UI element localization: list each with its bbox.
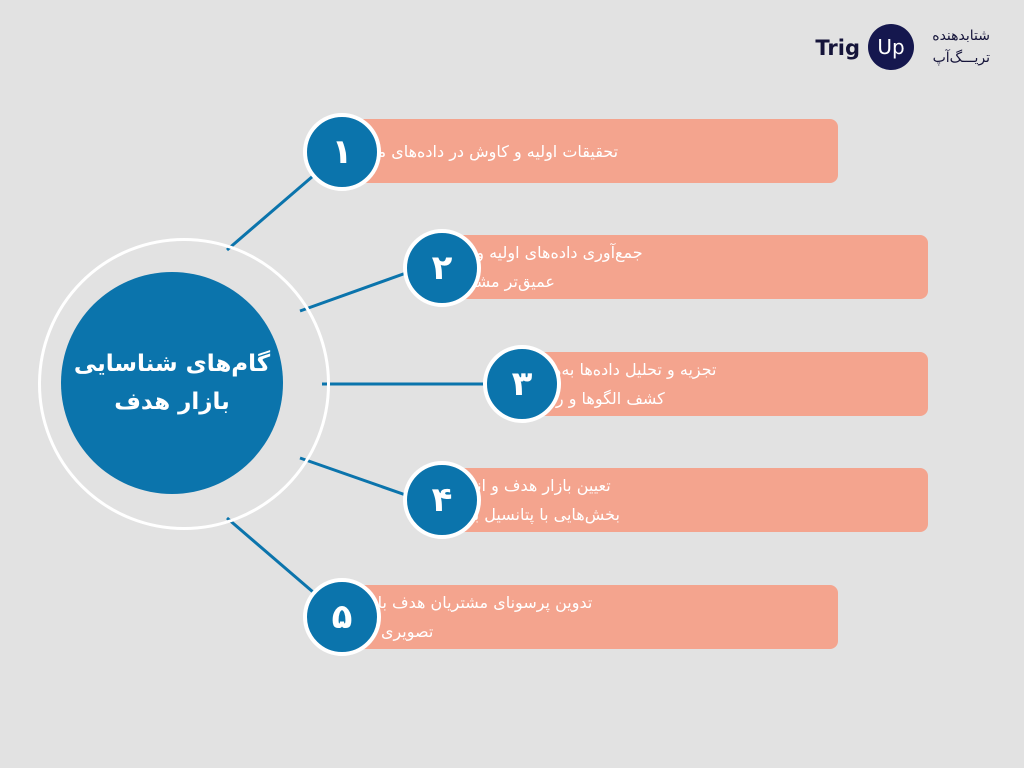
step-5-bar: تدوین پرسونای مشتریان هدف با خلق تصویری … <box>344 585 838 649</box>
step-3-line1: تجزیه و تحلیل داده‌ها به‌همراه <box>522 360 717 379</box>
connector-line-1 <box>226 168 321 252</box>
step-2-bar: جمع‌آوری داده‌های اولیه و درک عمیق‌تر مش… <box>442 235 928 299</box>
step-2-line1: جمع‌آوری داده‌های اولیه و درک <box>442 243 643 262</box>
hub-title-line2: بازار هدف <box>114 389 230 415</box>
logo-badge: Up <box>868 24 914 70</box>
step-3-bar: تجزیه و تحلیل داده‌ها به‌همراه کشف الگوه… <box>522 352 928 416</box>
step-4-number-badge: ۴ <box>403 461 481 539</box>
step-4-bar: تعیین بازار هدف و انتخاب بخش‌هایی با پتا… <box>442 468 928 532</box>
step-3-number-badge: ۳ <box>483 345 561 423</box>
logo-brand-text: Trig <box>815 36 860 60</box>
hub-title-line1: گام‌های شناسایی <box>73 351 271 377</box>
connector-line-5 <box>226 516 321 600</box>
step-4-line1: تعیین بازار هدف و انتخاب <box>442 476 611 495</box>
step-4-line2: بخش‌هایی با پتانسیل بیشتر <box>442 505 620 524</box>
trigup-logo: Trig Up شتابدهنده تریـــگ‌آپ <box>790 24 990 74</box>
step-5-number-badge: ۵ <box>303 578 381 656</box>
step-1-bar: تحقیقات اولیه و کاوش در داده‌های موجود <box>344 119 838 183</box>
step-1-number-badge: ۱ <box>303 113 381 191</box>
logo-tagline-line1: شتابدهنده <box>932 28 990 44</box>
connector-line-4 <box>299 456 421 502</box>
connector-line-2 <box>299 266 421 313</box>
step-1-line1: تحقیقات اولیه و کاوش در داده‌های موجود <box>344 141 619 161</box>
step-5-line1: تدوین پرسونای مشتریان هدف با خلق <box>344 593 593 612</box>
hub-circle: گام‌های شناسایی بازار هدف <box>61 272 283 494</box>
hub-outer-ring <box>38 238 330 530</box>
step-2-number-badge: ۲ <box>403 229 481 307</box>
logo-tagline-line2: تریـــگ‌آپ <box>932 50 990 66</box>
